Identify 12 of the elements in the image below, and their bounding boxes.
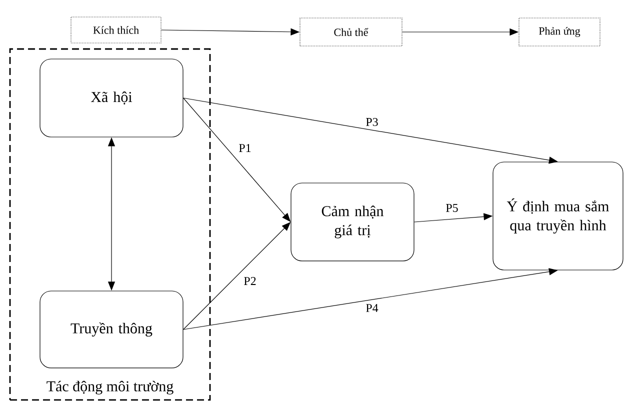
stage-box: Kích thích [70,16,162,44]
edge-label: P5 [444,203,460,213]
rounded-box: Truyền thông [40,290,184,368]
rounded-box: Cảm nhận giá trị [290,182,414,262]
edge-label: P1 [238,143,252,153]
rounded-box: Xã hội [40,58,184,138]
stage-box: Chủ thể [300,18,402,46]
edge-label: P3 [364,116,380,128]
edge-label: P4 [364,303,380,313]
rounded-box: Ý định mua sắm qua truyền hình [492,162,624,270]
stage-box: Phản ứng [518,18,600,46]
edge-label: P2 [242,276,258,286]
